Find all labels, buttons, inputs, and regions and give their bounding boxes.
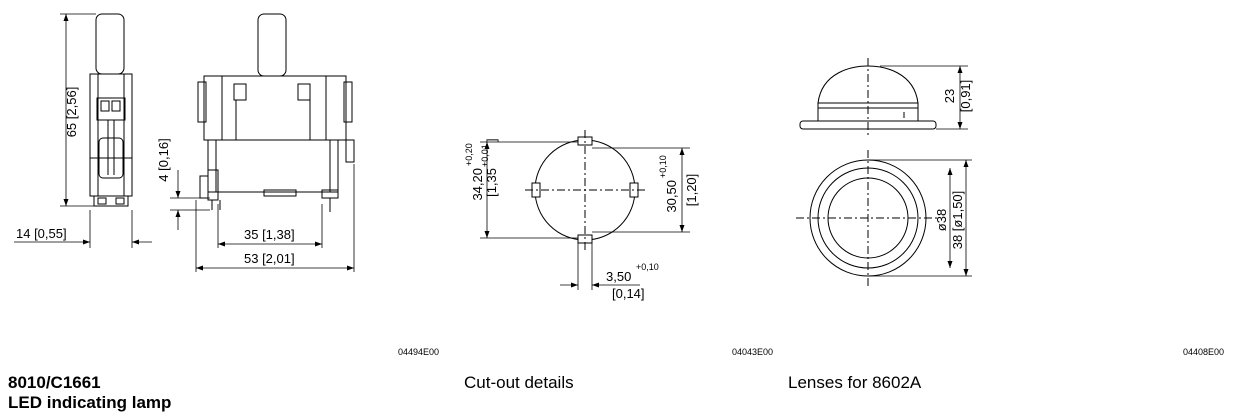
lamp-dimension-lines — [14, 13, 355, 272]
cutout-dim-width-label: 30,50 +0,10 [1,20] — [658, 155, 699, 212]
svg-text:34,20: 34,20 — [470, 168, 485, 201]
lens-side-view — [799, 58, 937, 136]
cutout-dim-height-label: 34,20 +0,20 [1,35 +0,01 ] — [464, 138, 499, 200]
lens-dim-height-label: 23 — [942, 89, 957, 103]
cutout-shape — [525, 130, 645, 250]
dim-depth-label: 14 [0,55] — [16, 226, 67, 241]
cutout-caption: Cut-out details — [464, 373, 574, 392]
lens-dimension-lines — [868, 65, 972, 277]
lens-dim-inner-dia-label: ø38 — [934, 209, 949, 231]
drawing-code-2: 04043E00 — [732, 347, 774, 357]
lamp-description: LED indicating lamp — [8, 393, 172, 412]
svg-text:3,50: 3,50 — [606, 269, 631, 284]
svg-text:+0,20: +0,20 — [464, 143, 474, 166]
lens-dim-outer-dia-label: 38 [ø1,50] — [950, 191, 965, 250]
svg-text:+0,10: +0,10 — [636, 262, 659, 272]
cutout-dimension-lines — [480, 141, 690, 290]
lens-top-view — [796, 150, 940, 286]
lamp-part-number: 8010/C1661 — [8, 373, 101, 392]
svg-text:]: ] — [484, 138, 499, 142]
lamp-side-view — [89, 13, 133, 207]
svg-text:[1,35: [1,35 — [484, 168, 499, 197]
dim-small-label: 4 [0,16] — [156, 138, 171, 181]
lamp-title: 8010/C1661 LED indicating lamp — [8, 373, 171, 413]
lamp-front-view — [197, 13, 355, 212]
svg-text:[1,20]: [1,20] — [684, 174, 699, 207]
dim-height-label: 65 [2,56] — [64, 87, 79, 138]
svg-text:+0,01: +0,01 — [480, 144, 490, 167]
dim-inner-width-label: 35 [1,38] — [244, 227, 295, 242]
lens-caption: Lenses for 8602A — [788, 373, 922, 392]
dim-overall-width-label: 53 [2,01] — [244, 251, 295, 266]
svg-text:[0,14]: [0,14] — [612, 286, 645, 301]
cutout-dim-slot-label: 3,50 +0,10 [0,14] — [606, 262, 659, 301]
svg-text:30,50: 30,50 — [664, 180, 679, 213]
svg-text:+0,10: +0,10 — [658, 155, 668, 178]
lens-dim-height-inch-label: [0,91] — [958, 80, 973, 113]
drawing-code-1: 04494E00 — [398, 347, 440, 357]
drawing-code-3: 04408E00 — [1183, 347, 1225, 357]
